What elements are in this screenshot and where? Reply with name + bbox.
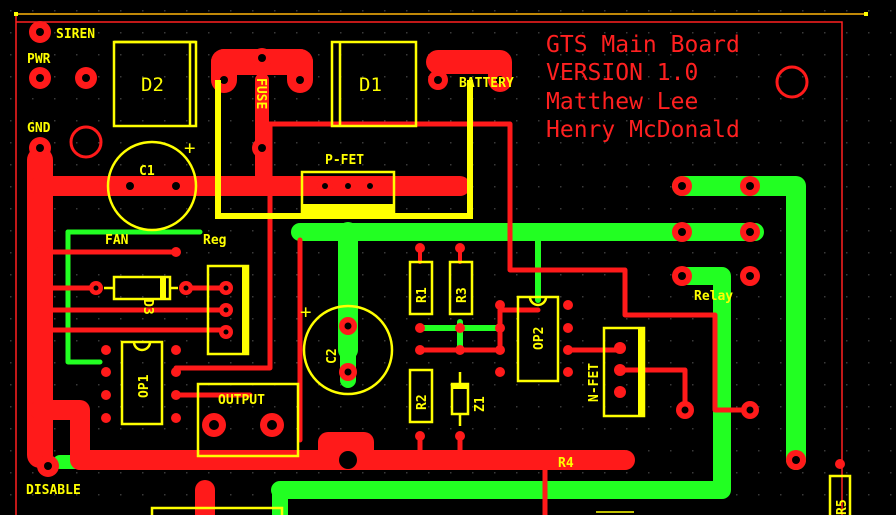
c1-plus: + xyxy=(184,137,195,159)
designator-r3: R3 xyxy=(455,287,470,303)
title-block: GTS Main Board VERSION 1.0 Matthew Lee H… xyxy=(546,32,740,143)
r1-outline xyxy=(408,260,434,316)
designator-d3: D3 xyxy=(140,299,155,315)
label-output: OUTPUT xyxy=(218,393,265,408)
c1-outline xyxy=(106,140,198,232)
net-labels: SIREN PWR GND FUSE BATTERY P-FET FAN Reg… xyxy=(26,27,733,498)
label-disable: DISABLE xyxy=(26,483,81,498)
pads xyxy=(29,21,845,477)
output-outline xyxy=(196,382,300,458)
label-relay: Relay xyxy=(694,289,733,304)
designator-z1: Z1 xyxy=(473,396,488,412)
title-line-3: Matthew Lee xyxy=(546,89,698,115)
silkscreen xyxy=(104,40,852,515)
r3-outline xyxy=(448,260,474,316)
designator-op1: OP1 xyxy=(137,374,152,398)
title-line-2: VERSION 1.0 xyxy=(546,60,698,86)
op2-outline xyxy=(516,295,560,383)
d1-outline xyxy=(330,40,418,128)
label-gnd: GND xyxy=(27,121,51,136)
component-designators: D2 D1 C1 + D3 OP1 C2 + R1 R3 R2 Z1 OP2 R… xyxy=(137,74,850,515)
designator-d2: D2 xyxy=(141,74,164,96)
designator-d1: D1 xyxy=(359,74,382,96)
r5-outline xyxy=(828,474,852,515)
fuse-loop-trace xyxy=(215,80,473,219)
r2-outline xyxy=(408,368,434,424)
title-line-1: GTS Main Board xyxy=(546,32,740,58)
designator-r4: R4 xyxy=(558,456,574,471)
label-battery: BATTERY xyxy=(459,76,514,91)
op1-outline xyxy=(120,340,164,426)
label-siren: SIREN xyxy=(56,27,95,42)
designator-r1: R1 xyxy=(415,287,430,303)
label-p-fet: P-FET xyxy=(325,153,364,168)
designator-c2: C2 xyxy=(325,348,340,364)
label-fuse: FUSE xyxy=(253,78,268,109)
designator-op2: OP2 xyxy=(532,327,547,350)
label-n-fet: N-FET xyxy=(587,363,602,402)
designator-c1: C1 xyxy=(139,164,155,179)
c2-plus: + xyxy=(300,301,311,323)
designator-r5: R5 xyxy=(835,499,850,515)
c2-outline xyxy=(302,304,394,396)
board-outline xyxy=(14,12,868,515)
designator-r2: R2 xyxy=(415,394,430,410)
label-fan: FAN xyxy=(105,233,129,248)
title-line-4: Henry McDonald xyxy=(546,117,740,143)
label-pwr: PWR xyxy=(27,52,51,67)
label-reg: Reg xyxy=(203,233,226,248)
